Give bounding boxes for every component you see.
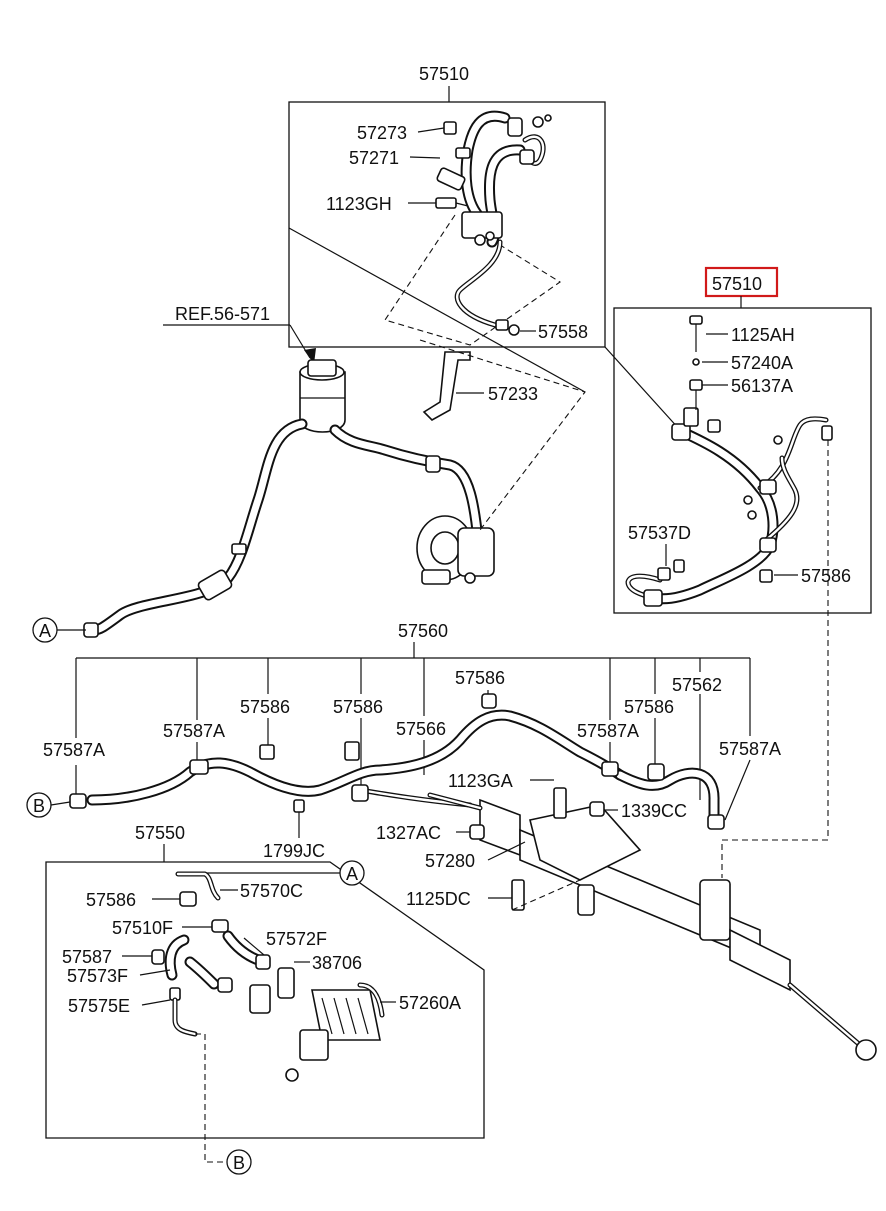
oil-cooler-57260a [311,989,381,1041]
dashed-link-b [195,1033,226,1163]
label-57573f: 57573F [67,966,128,986]
part-57537d [657,567,671,581]
label-57586-c: 57586 [455,668,505,688]
clip-1799jc [293,799,305,813]
label-57566: 57566 [396,719,446,739]
label-1125dc: 1125DC [406,889,471,909]
group-57550: 57550 A [45,823,485,1163]
clamp-57587a-left [69,793,87,809]
dashed-link-right [721,440,829,878]
washer-57240a [692,358,700,366]
clamp-57271 [436,167,466,191]
bolt-1123gh [435,197,457,209]
connector-b-bottom [226,1149,252,1175]
perspective-line [288,227,586,393]
label-57586-e: 57586 [86,890,136,910]
label-57260a: 57260A [399,993,461,1013]
group-box-57510-right [613,307,872,614]
label-57587a-r1: 57587A [577,721,639,741]
tie-rod-end [855,1039,877,1061]
group-57510-top: 57510 57273 57271 1123GH 57558 [288,64,681,431]
clip-57273 [443,121,457,135]
label-57537d: 57537D [628,523,691,543]
label-1327ac: 1327AC [376,823,441,843]
label-57572f: 57572F [266,929,327,949]
pressure-pipe-right [757,416,829,491]
label-38706: 38706 [312,953,362,973]
label-57510f: 57510F [112,918,173,938]
label-57271: 57271 [349,148,399,168]
bracket-57233 [422,351,471,421]
label-1123gh: 1123GH [326,194,392,214]
nut-1327ac [469,824,485,840]
pressure-pipe [454,239,503,328]
boot-right [729,928,791,992]
steering-gear-area: 1123GA 1339CC 1327AC 57280 1125DC [376,771,877,1061]
clip-57586-c [481,693,497,709]
label-1123ga: 1123GA [448,771,513,791]
label-57510-top: 57510 [419,64,469,84]
label-1125ah: 1125AH [731,325,795,345]
label-57586-a: 57586 [240,697,290,717]
clip-57586-a [259,744,275,760]
label-56137a: 56137A [731,376,793,396]
label-57560: 57560 [398,621,448,641]
label-57586-right: 57586 [801,566,851,586]
clamp-57587a-r2 [707,814,725,830]
dashed-outline [384,214,562,346]
label-1339cc: 1339CC [621,801,687,821]
pinion-housing [699,879,731,941]
hose-57510f [211,919,229,933]
clamp-57587a-r1 [601,761,619,777]
label-57562: 57562 [672,675,722,695]
clip-57586-b [351,784,369,802]
label-57587: 57587 [62,947,112,967]
group-box-57510-top [288,101,606,348]
bracket [461,211,503,239]
label-57586-d: 57586 [624,697,674,717]
nut-57586-right [759,569,773,583]
oring-57558 [508,324,520,336]
mounting-bracket-57280 [529,804,642,881]
bolt-1125ah [689,315,703,325]
label-57570c: 57570C [240,881,303,901]
label-57586-b: 57586 [333,697,383,717]
bolt-1123ga [553,787,567,819]
hose-fitting [507,117,523,137]
label-57233: 57233 [488,384,538,404]
label-1799jc: 1799JC [263,841,325,861]
label-57273: 57273 [357,123,407,143]
connector-b-left-label: B [33,796,45,816]
label-57575e: 57575E [68,996,130,1016]
label-57587a-mid: 57587A [163,721,225,741]
clip-57586-d [647,763,665,781]
label-57510-highlight: 57510 [712,274,762,294]
label-57558: 57558 [538,322,588,342]
bolt-1125dc [511,879,525,911]
group-57560: 57560 [26,621,781,861]
label-57587a-left: 57587A [43,740,105,760]
reservoir-pump-area: REF.56-571 57233 A [32,304,586,643]
clamp-57587 [151,949,165,965]
label-57280: 57280 [425,851,475,871]
label-57550: 57550 [135,823,185,843]
connector-a-mid-label: A [346,864,358,884]
label-ref-56-571: REF.56-571 [175,304,270,324]
connector-b-bottom-label: B [233,1153,245,1173]
clamp-57587a-mid [189,759,209,775]
connector-a-left-label: A [39,621,51,641]
hose-57572f [255,954,271,970]
label-57587a-r2: 57587A [719,739,781,759]
label-57240a: 57240A [731,353,793,373]
bracket-38706 [277,967,295,999]
bushing-56137a [689,379,703,391]
clip-57586-e [179,891,197,907]
group-57510-highlight: 57510 1125AH 5724 [613,266,872,614]
group-box-57550 [45,861,485,1139]
nut-1339cc [589,801,605,817]
